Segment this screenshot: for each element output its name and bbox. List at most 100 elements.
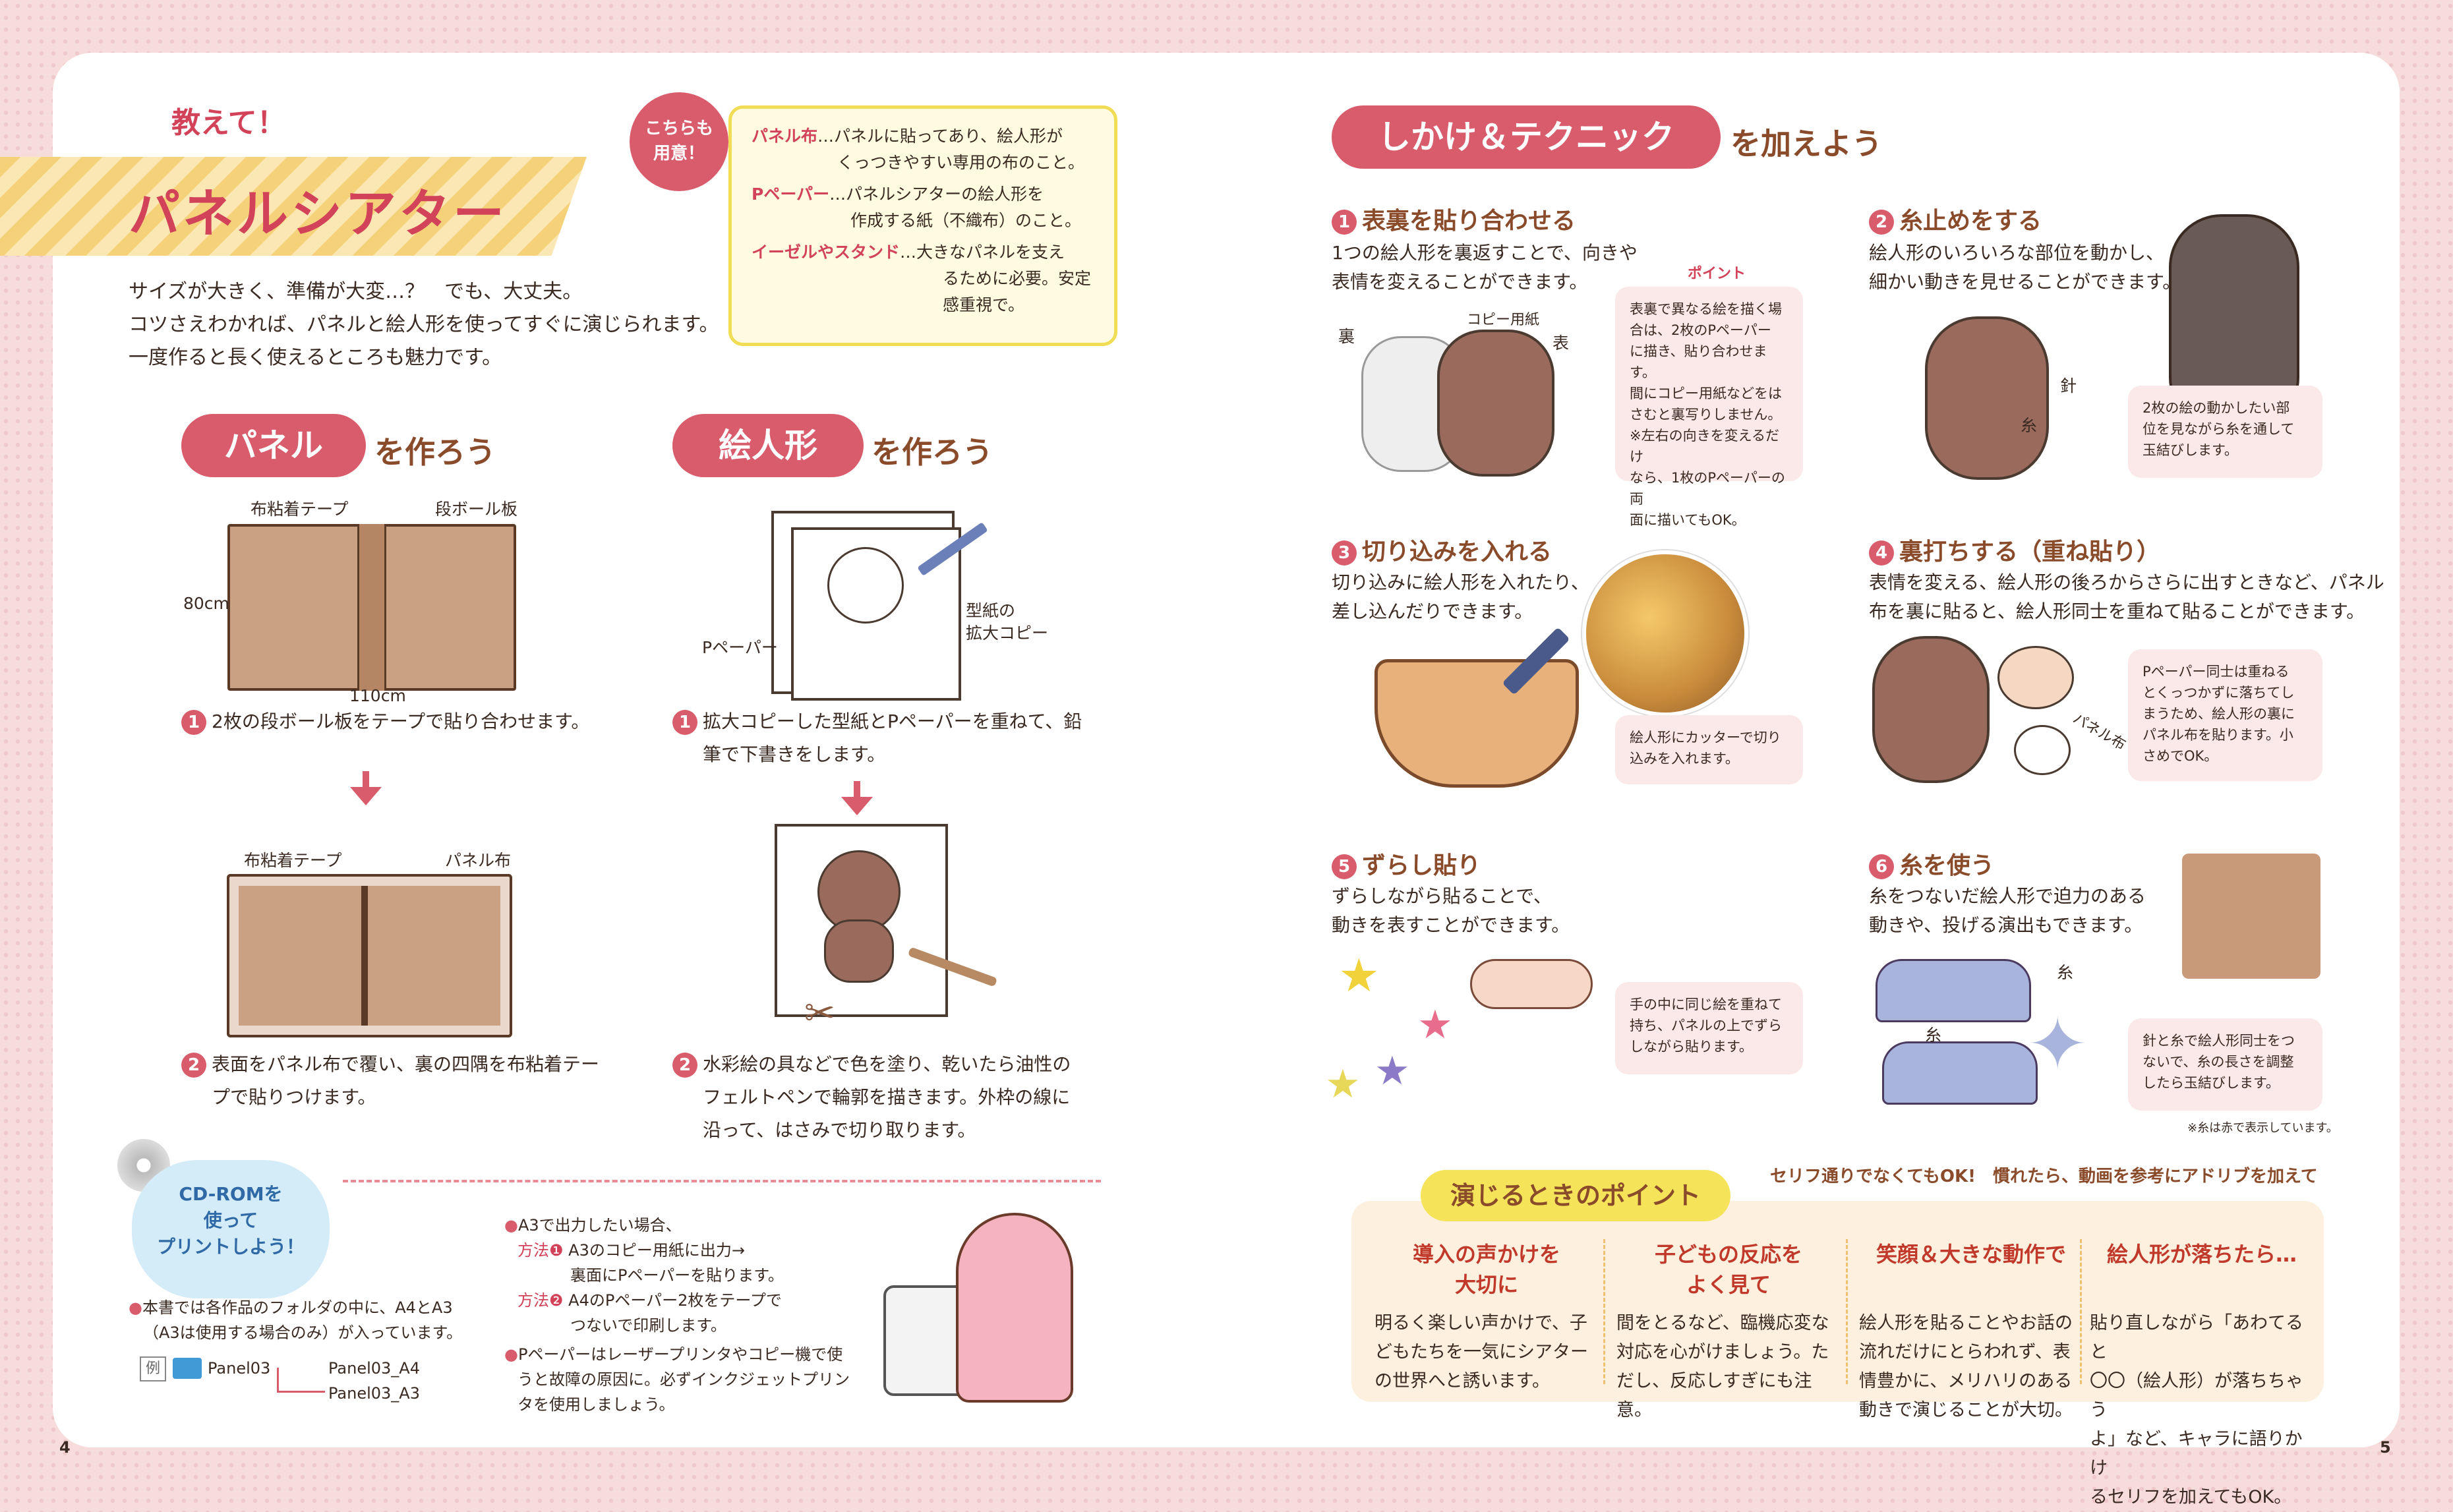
technique-number: 5 [1332,854,1357,879]
label-line: 拡大コピー [966,624,1049,643]
technique-4-desc: 表情を変える、絵人形の後ろからさらに出すときなど、パネル布を裏に貼ると、絵人形同… [1869,568,2384,626]
bubble-line: とくっつかずに落ちてし [2143,685,2295,701]
method-text: 裏面にPペーパーを貼ります。 [570,1266,784,1285]
note-line: （A3は使用する場合のみ）が入っています。 [143,1323,463,1342]
gorilla-front-illustration [1437,330,1554,477]
technique-number: 1 [1332,210,1357,235]
label-thread: 糸 [2021,416,2038,435]
label-panel-cloth: パネル布 [445,851,512,870]
tip-body: 〇〇（絵人形）が落ちちゃう [2090,1371,2303,1420]
thread-note: ※糸は赤で表示しています。 [2187,1121,2338,1135]
cloud-line: 使って [203,1209,258,1231]
face-pieces-illustration [1997,646,2074,709]
shuriken-illustration: ✦ [2027,1002,2088,1086]
technique-title-text: 糸止めをする [1899,208,2042,235]
bubble-line: 針と糸で絵人形同士をつ [2143,1033,2295,1049]
example-badge: 例 [140,1356,166,1381]
desc-line: 表情を変える、絵人形の後ろからさらに出すときなど、パネル [1869,571,2384,593]
step-text: 水彩絵の具などで色を塗り、乾いたら油性の [703,1053,1071,1075]
bubble-line: パネル布を貼ります。小 [2143,727,2293,743]
panel-heading: パネル [181,414,366,477]
method-text: A3のコピー用紙に出力→ [568,1241,745,1260]
bubble-line: に描き、貼り合わせます。 [1630,343,1767,380]
arrow-down-head [841,797,873,815]
note-line: 本書では各作品のフォルダの中に、A4とA3 [142,1298,453,1317]
star-purple: ★ [1374,1048,1410,1094]
tip-body: 貼り直しながら「あわてると [2090,1313,2303,1362]
label-board: 段ボール板 [435,500,518,519]
label-tape: 布粘着テープ [251,500,349,519]
tip-body: 対応を心がけましょう。た [1616,1342,1829,1362]
dimension-width: 110cm [349,686,406,705]
tape-strip [357,524,386,691]
tip-body: どもたちを一気にシアター [1374,1342,1588,1362]
girl-illustration [956,1213,1073,1403]
star-yellow-2: ★ [1325,1061,1361,1107]
technique-4-bubble: Pペーパー同士は重ねるとくっつかずに落ちてしまうため、絵人形の裏にパネル布を貼り… [2128,649,2322,781]
tip-title: 導入の声かけを [1412,1242,1560,1267]
glossary-sep: … [900,243,917,262]
intro-line: 一度作ると長く使えるところも魅力です。 [129,346,502,369]
technique-heading: しかけ＆テクニック [1332,105,1721,169]
glossary-desc: くっつきやすい専用の布のこと。 [837,153,1085,172]
desc-line: 布を裏に貼ると、絵人形同士を重ねて貼ることができます。 [1869,600,2365,622]
technique-title-text: 表裏を貼り合わせる [1362,208,1576,235]
step-text: 筆で下書きをします。 [703,743,886,765]
page-title: パネルシアター [129,185,508,244]
step-text: 拡大コピーした型紙とPペーパーを重ねて、鉛 [703,711,1082,732]
bubble-line: しながら貼ります。 [1630,1039,1753,1055]
technique-number: 2 [1869,210,1894,235]
title-banner [0,157,587,256]
callout-badge-line: 用意！ [653,144,705,163]
bubble-line: 絵人形にカッターで切り [1630,730,1781,745]
bubble-line: 玉結びします。 [2143,442,2238,458]
folder-name: Panel03 [208,1359,271,1378]
label-thread-6b: 糸 [1925,1026,1942,1045]
bubble-line: さめでOK。 [2143,748,2218,764]
technique-number: 4 [1869,540,1894,566]
bubble-line: 合は、2枚のPペーパー [1630,322,1771,338]
glossary-desc: 大きなパネルを支え [916,243,1065,262]
doll-heading-suffix: を作ろう [872,434,993,470]
desc-line: 絵人形のいろいろな部位を動かし、 [1869,242,2165,264]
desc-line: 細かい動きを見せることができます。 [1869,271,2181,293]
callout-badge: こちらも 用意！ [630,92,728,191]
panel-frame-illustration [229,877,510,1035]
file-a4: Panel03_A4 [328,1359,420,1378]
glossary-desc: 作成する紙（不織布）のこと。 [850,211,1082,230]
technique-heading-suffix: を加えよう [1730,126,1882,161]
glossary-item: イーゼルやスタンド…大きなパネルを支え [752,239,1094,266]
technique-2-bubble: 2枚の絵の動かしたい部位を見ながら糸を通して玉結びします。 [2128,386,2322,478]
bubble-line: 手の中に同じ絵を重ねて [1630,997,1782,1012]
method-label: 方法❶ [517,1241,564,1260]
panel-heading-suffix: を作ろう [374,434,496,470]
tip-divider [1603,1239,1605,1384]
desc-line: 1つの絵人形を裏返すことで、向きや [1332,242,1638,264]
tip-column: 子どもの反応を よく見て 間をとるなど、臨機応変な対応を心がけましょう。ただし、… [1616,1239,1841,1425]
tip-column: 導入の声かけを 大切に 明るく楽しい声かけで、子どもたちを一気にシアターの世界へ… [1374,1239,1599,1396]
step-text: 表面をパネル布で覆い、裏の四隅を布粘着テー [212,1053,600,1075]
point-label: ポイント [1688,266,1746,282]
bubble-line: 2枚の絵の動かしたい部 [2143,400,2290,416]
technique-number: 3 [1332,540,1357,566]
tips-subtitle: セリフ通りでなくてもOK! 慣れたら、動画を参考にアドリブを加えて [1770,1167,2318,1186]
label-thread-6a: 糸 [2057,963,2074,982]
monkey-jointed-illustration [1925,316,2049,480]
method-label: 方法❷ [517,1291,564,1310]
folder-icon [173,1358,202,1379]
tip-body: 明るく楽しい声かけで、子 [1374,1313,1587,1333]
step-text: プで貼りつけます。 [212,1086,376,1108]
step-text: フェルトペンで輪郭を描きます。外枠の線に [703,1086,1071,1108]
label-copy-paper: コピー用紙 [1467,312,1540,328]
desc-line: 切り込みに絵人形を入れたり、 [1332,571,1589,593]
stars-illustration: ★ [1338,948,1380,1003]
bat-photo [2182,854,2320,979]
